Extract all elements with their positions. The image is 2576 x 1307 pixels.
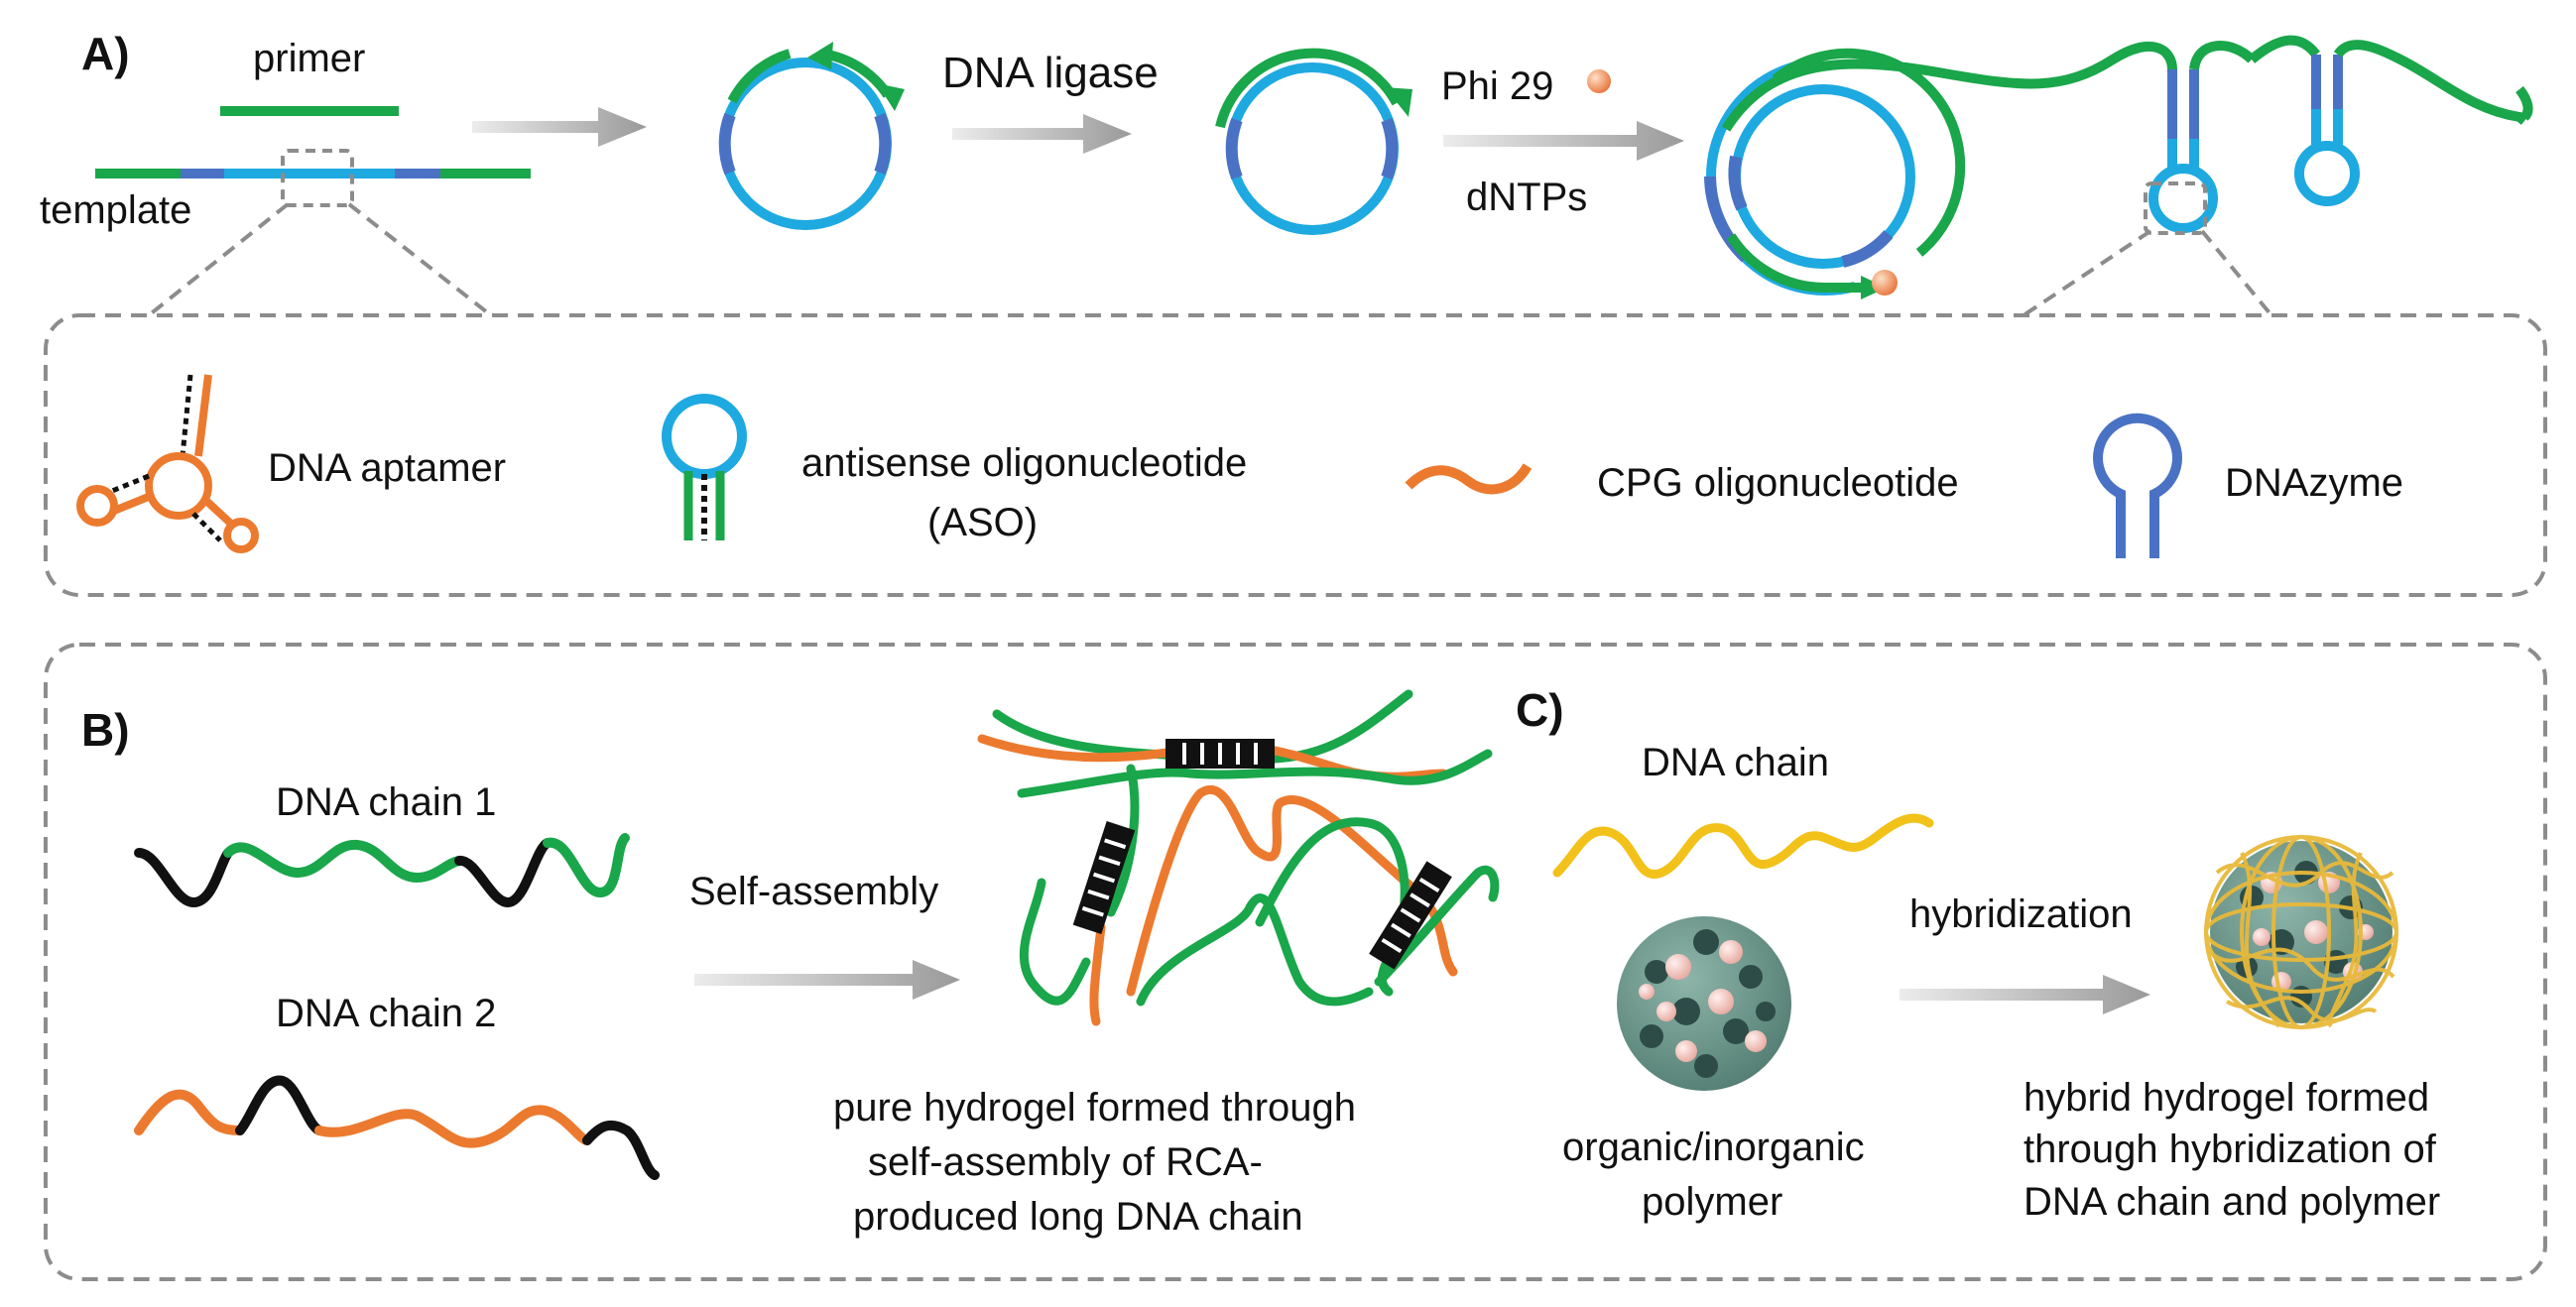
aso-icon (662, 394, 747, 540)
circularized-template-1 (718, 42, 905, 230)
aso-label-line2: (ASO) (927, 501, 1038, 544)
hybrid-caption-line3: DNA chain and polymer (2024, 1180, 2440, 1224)
phi29-label: Phi 29 (1441, 64, 1553, 108)
self-assembly-label: Self-assembly (689, 870, 938, 913)
ligase-label: DNA ligase (942, 49, 1159, 97)
chain1-label: DNA chain 1 (276, 780, 496, 824)
phi29-bead (1587, 69, 1611, 93)
panel-b-label: B) (81, 704, 130, 756)
hybrid-hydrogel-sphere (2204, 835, 2398, 1029)
circularized-template-2 (1215, 48, 1412, 235)
legend-frame (44, 313, 2547, 597)
polymer-sphere (1617, 916, 1791, 1091)
polymer-label-line2: polymer (1642, 1180, 1782, 1224)
hybrid-caption-line2: through hybridization of (2024, 1128, 2437, 1171)
hybridization-label: hybridization (1909, 892, 2133, 936)
arrow-step-3 (1443, 121, 1684, 161)
hybridization-junctions (1072, 739, 1452, 970)
arrow-self-assembly (694, 960, 960, 1000)
panel-c-label: C) (1516, 684, 1564, 736)
panel-c: C) DNA chain organic/inorganic polymer h… (1516, 684, 2440, 1224)
pure-caption-line3: produced long DNA chain (853, 1195, 1303, 1239)
chain2-label: DNA chain 2 (276, 992, 496, 1035)
zoom-leader-right-2 (2200, 229, 2273, 317)
yellow-dna-chain (1552, 813, 1934, 880)
panel-a-label: A) (81, 28, 130, 79)
zoom-leader-left-1 (147, 202, 290, 317)
rca-product (1704, 35, 2533, 299)
aptamer-label: DNA aptamer (268, 446, 506, 490)
bottom-frame (44, 643, 2547, 1281)
zoom-box-product (2144, 181, 2207, 235)
dnazyme-icon (2093, 413, 2182, 558)
dntps-label: dNTPs (1466, 176, 1587, 219)
polymer-label-line1: organic/inorganic (1562, 1126, 1865, 1169)
dna-chain-2 (134, 1075, 660, 1180)
zoom-leader-left-2 (347, 202, 493, 317)
functional-motifs-legend: DNA aptamer antisense oligonucleotide (A… (44, 313, 2547, 597)
zoom-box-template (281, 149, 354, 207)
aptamer-icon (76, 374, 259, 553)
dna-chain-1 (134, 833, 630, 908)
cpg-label: CPG oligonucleotide (1597, 461, 1959, 505)
cpg-icon (1405, 463, 1533, 495)
panel-b: B) DNA chain 1 DNA chain 2 Self-assembly (81, 689, 1500, 1239)
arrow-hybridization (1900, 975, 2150, 1014)
pure-caption-line2: self-assembly of RCA- (868, 1140, 1263, 1184)
panel-a: A) primer template DNA ligase (40, 28, 2533, 317)
dna-chain-label: DNA chain (1642, 741, 1829, 784)
pure-caption-line1: pure hydrogel formed through (833, 1086, 1356, 1129)
arrow-step-1 (472, 107, 647, 147)
arrow-step-2 (952, 114, 1132, 154)
zoom-leader-right-1 (2022, 229, 2152, 317)
template-label: template (40, 188, 191, 232)
dnazyme-label: DNAzyme (2225, 461, 2403, 505)
hybrid-caption-line1: hybrid hydrogel formed (2024, 1076, 2429, 1120)
aso-label-line1: antisense oligonucleotide (801, 441, 1247, 485)
primer-label: primer (253, 37, 365, 80)
